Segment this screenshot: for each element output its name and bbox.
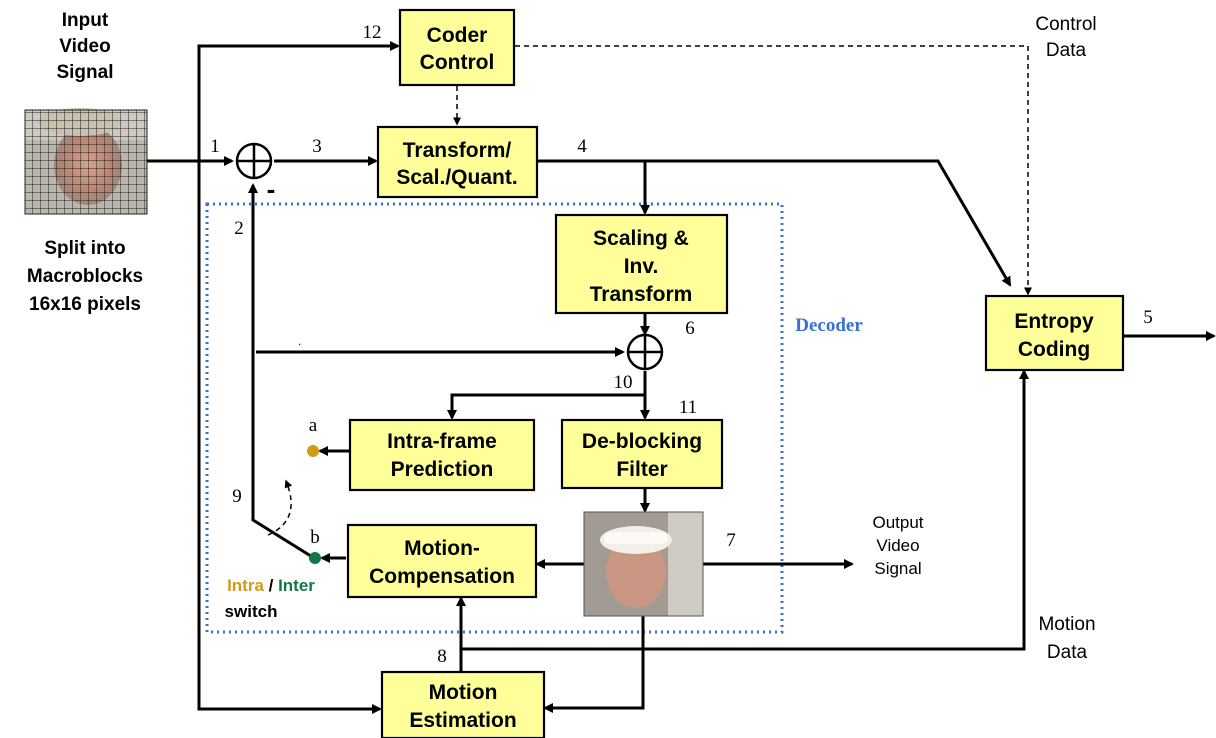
signal-number-7: 7 [726,530,736,551]
intra-label: Intra [227,576,264,595]
signal-number-12: 12 [363,22,382,43]
signal-number-3: 3 [312,136,322,157]
decoder-label: Decoder [795,315,863,336]
switch-point-a-label: a [309,415,318,436]
signal-number-9: 9 [232,486,242,507]
summing-node-input [237,144,271,178]
minus-sign: - [267,174,276,204]
reconstructed-frame-image [584,512,703,616]
scaling-inv-transform-block: Scaling &Inv.Transform [556,215,727,313]
input-video-thumbnail [25,108,147,214]
signal-number-5: 5 [1143,307,1153,328]
motion-compensation-block: Motion-Compensation [348,525,536,597]
switch-point-b [309,552,321,564]
switch-label: switch [225,602,278,621]
signal-number-8: 8 [437,646,447,667]
inter-label: Inter [278,576,315,595]
stray-dot: . [298,334,301,348]
signal-number-1: 1 [210,136,220,157]
signal-number-10: 10 [614,372,633,393]
summing-node-reconstruction [628,335,662,369]
intra-inter-label: Intra / Inter [227,576,315,595]
signal-number-6: 6 [685,318,695,339]
slash-label: / [264,576,278,595]
switch-point-b-label: b [310,527,320,548]
signal-number-4: 4 [577,136,587,157]
transform-quant-block: Transform/Scal./Quant. [378,127,537,197]
signal-number-2: 2 [234,218,244,239]
signal-number-11: 11 [679,397,697,418]
switch-point-a [307,445,319,457]
